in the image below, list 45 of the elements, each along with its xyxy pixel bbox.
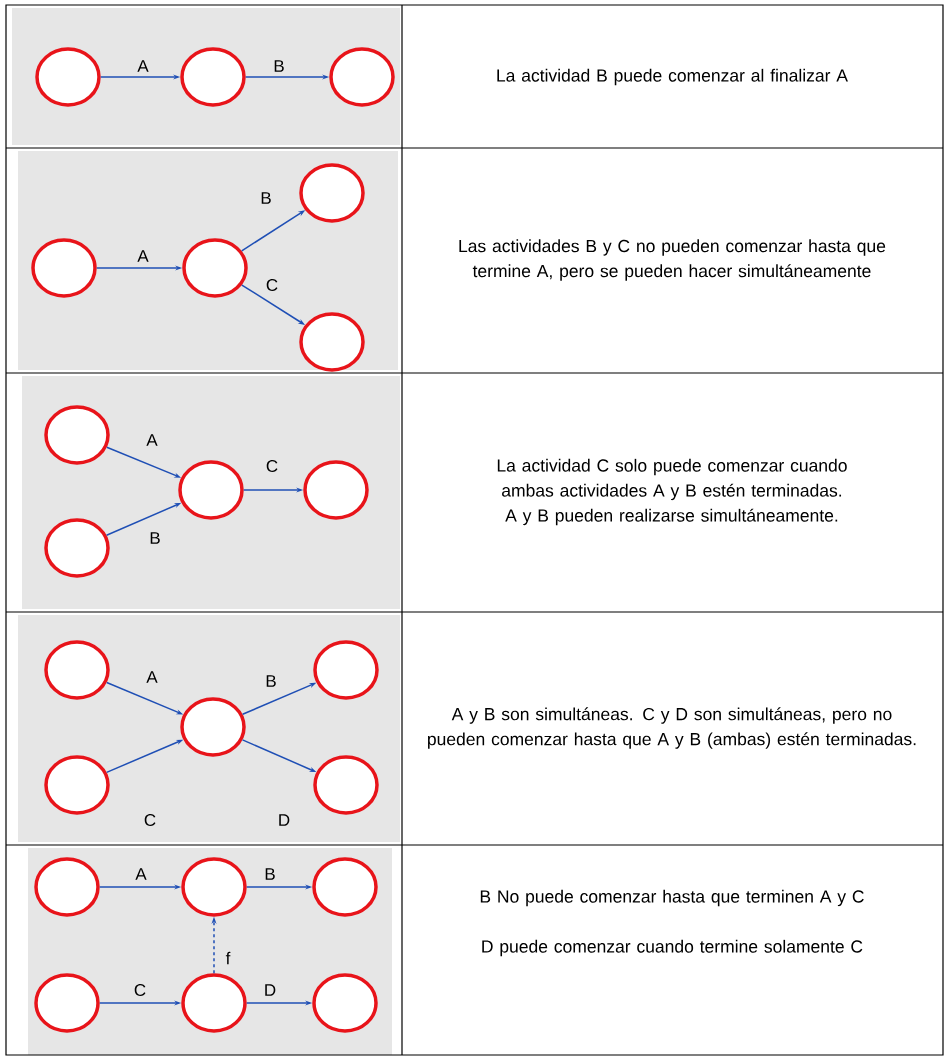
circle-node [180,697,246,757]
edge-label: C [134,984,146,997]
edge-label: A [137,250,149,262]
circle-node [44,405,110,465]
cell-text: La actividad B puede comenzar al finalizar A [497,68,848,86]
edge-label: B [266,675,276,687]
edge-label: C [266,279,278,292]
cell-text: Las actividades B y C no pueden comenzar hasta que termine A, pero se pueden hacer simultáneamente [459,239,886,281]
circle-node [34,973,100,1033]
circle-node [44,518,110,578]
circle-node [34,857,100,917]
circle-node [303,460,369,520]
circle-node [31,238,97,298]
edge-label: C [144,814,156,827]
circle-node [299,163,365,223]
circle-node [299,312,365,372]
edge-label: A [146,671,158,683]
edge-label: A [137,60,149,72]
cell-text: D puede comenzar cuando termine solamente C [482,939,863,957]
circle-node [312,857,378,917]
cell-text: B No puede comenzar hasta que terminen A y C [480,889,864,907]
circle-node [181,973,247,1033]
circle-node [182,238,248,298]
cell-text: La actividad C solo puede comenzar cuando ambas actividades A y B estén terminadas. A y B pueden realizarse simultáneamente. [497,458,847,526]
edge-label: D [265,984,276,996]
circle-node [313,755,379,815]
edge-label: B [261,192,271,204]
circle-node [329,47,395,107]
circle-node [178,460,244,520]
edge-label: A [146,434,158,446]
edge-label: f [225,951,231,965]
circle-node [44,755,110,815]
circle-node [35,47,101,107]
edge-label: D [279,814,290,826]
circle-node [313,640,379,700]
circle-node [181,857,247,917]
cell-text: A y B son simultáneas. C y D son simultáneas, pero no pueden comenzar hasta que A y B (ambas) estén terminadas. [428,707,916,749]
circle-node [180,47,246,107]
edge-label: B [274,60,284,72]
edge-label: A [135,868,147,880]
circle-node [312,973,378,1033]
edge-label: C [266,460,278,473]
circle-node [44,640,110,700]
edge-label: B [265,868,275,880]
edge-label: B [150,532,160,544]
